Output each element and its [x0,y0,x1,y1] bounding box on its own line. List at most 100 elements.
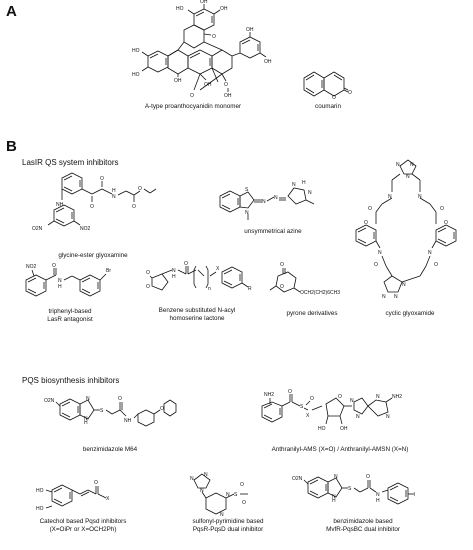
svg-text:O: O [368,206,372,212]
caption-azine: unsymmetrical azine [244,228,302,235]
svg-text:O: O [288,389,292,395]
svg-text:HO: HO [132,72,140,78]
svg-text:NH: NH [124,418,132,424]
svg-text:N: N [200,488,204,494]
mvfr-structure: O2N NHN S O NH I [292,474,415,505]
svg-text:N: N [376,492,380,498]
svg-text:HO: HO [132,48,140,54]
svg-text:O: O [160,406,164,412]
svg-text:O: O [280,262,284,268]
svg-text:O: O [118,396,122,402]
panel-label-a: A [6,3,17,20]
svg-text:OH: OH [220,6,228,12]
caption-sulfonyl: sulfonyl-pyrimidine based PqsR-PqsD dual… [176,518,280,534]
catechol-structure: HO HO O X [36,480,110,512]
svg-text:O: O [90,204,94,210]
caption-catechol: Catechol based Pqsd inhibitors (X=OiPr o… [24,518,142,534]
svg-text:N: N [402,282,406,288]
anthranilyl-ams-structure: NH2 O S X O O HO OH NN NN NH2 [261,389,402,432]
svg-text:NH: NH [56,202,64,208]
svg-text:OH: OH [200,0,208,5]
svg-text:N: N [226,492,230,498]
svg-text:OH: OH [224,93,232,99]
svg-text:N: N [350,398,354,404]
svg-text:O: O [444,220,448,226]
svg-text:H: H [84,420,88,426]
svg-text:N: N [386,414,390,420]
svg-text:S: S [234,492,238,498]
svg-text:N: N [172,268,176,274]
svg-text:O: O [224,82,228,88]
glycine-ester-structure: O O NH O O NH NO2 O2N [32,172,157,232]
caption-triphenyl: triphenyl-based LasR antagonist [20,308,120,324]
sulfonyl-pyrimidine-structure: NNN NN S OO [190,472,248,518]
svg-text:S: S [348,486,352,492]
svg-text:NO2: NO2 [80,226,91,232]
svg-text:X: X [106,496,110,502]
svg-text:Br: Br [106,268,111,274]
svg-text:O: O [434,262,438,268]
svg-text:N: N [190,476,194,482]
svg-text:N: N [378,250,382,256]
pyrone-structure: O O OCH2(CH2)6CH3 [269,262,340,296]
svg-text:H: H [58,284,62,290]
svg-text:N: N [428,250,432,256]
svg-text:O: O [94,480,98,486]
svg-text:OCH2(CH2)6CH3: OCH2(CH2)6CH3 [300,290,340,296]
svg-text:N: N [396,162,400,168]
svg-text:O: O [212,34,216,40]
svg-text:N: N [58,278,62,284]
svg-text:N: N [410,162,414,168]
caption-mvfr-line1: benzimidazole based [333,518,393,525]
proanthocyanidin-structure: HO OH OH O HO HO OH O OH OH OH OH O [132,0,272,99]
svg-text:HO: HO [318,426,326,432]
caption-coumarin: coumarin [315,103,341,110]
triphenyl-structure: NO2 O NH Br [25,263,111,297]
svg-text:S: S [100,408,104,414]
svg-text:S: S [300,404,304,410]
svg-text:O2N: O2N [32,226,43,232]
svg-text:H: H [172,274,176,280]
svg-text:NH2: NH2 [392,394,402,400]
svg-text:H: H [376,498,380,504]
svg-text:O: O [280,284,284,290]
svg-text:N: N [394,294,398,300]
svg-text:O: O [100,176,104,182]
caption-benzene-line1: Benzene substituted N-acyl [158,307,236,314]
svg-text:H: H [302,180,306,186]
svg-text:NH2: NH2 [264,392,274,398]
svg-text:H: H [332,498,336,504]
svg-text:O: O [310,396,314,402]
svg-text:OH: OH [246,27,254,33]
caption-glycine-ester: glycine-ester glyoxamine [58,252,128,259]
svg-text:OH: OH [174,78,182,84]
svg-text:H: H [112,188,116,194]
svg-text:O: O [138,186,142,192]
m64-structure: O2N NHN S O NH O [44,396,177,427]
svg-text:O: O [374,262,378,268]
svg-text:N: N [86,396,90,402]
caption-cyclic-glyoxamide: cyclic glyoxamide [385,310,435,317]
caption-mvfr: benzimidazole based MvfR-PqsBC dual inhi… [306,518,420,534]
caption-pyrone: pyrone derivatives [286,310,338,317]
caption-sulfonyl-line1: sulfonyl-pyrimidine based [192,518,264,525]
caption-triphenyl-line2: LasR antagonist [47,316,93,323]
caption-sulfonyl-line2: PqsR-PqsD dual inhibitor [192,526,264,533]
svg-text:N: N [356,414,360,420]
svg-text:O: O [338,394,342,400]
panel-label-b: B [6,138,17,155]
svg-text:N: N [308,190,312,196]
svg-text:O: O [132,204,136,210]
svg-text:O2N: O2N [44,398,55,404]
caption-m64: benzimidazole M64 [82,446,138,453]
svg-text:HO: HO [176,6,184,12]
svg-text:OH: OH [264,59,272,65]
svg-text:HO: HO [36,488,44,494]
svg-text:OH: OH [340,426,348,432]
svg-text:N: N [292,182,296,188]
svg-text:S: S [245,187,249,193]
svg-text:O: O [348,90,352,96]
svg-text:N: N [112,194,116,200]
svg-text:X: X [216,266,220,272]
